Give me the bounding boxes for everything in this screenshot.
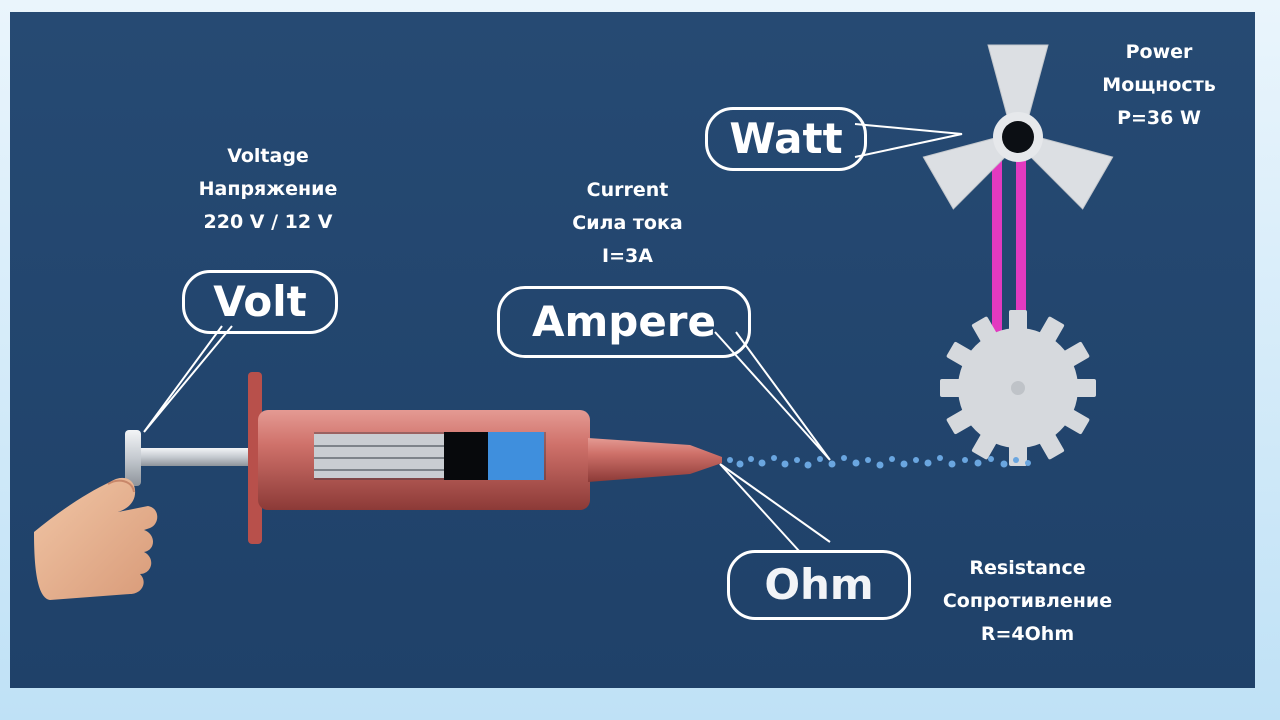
fan-shafts — [992, 152, 1026, 332]
resistance-title-ru: Сопротивление — [942, 590, 1113, 612]
diagram-graphics — [34, 44, 1114, 600]
current-title: Current — [586, 179, 669, 201]
voltage-title: Voltage — [227, 145, 309, 167]
volt-bubble: Volt — [182, 270, 338, 334]
power-title-ru: Мощность — [1102, 74, 1216, 96]
resistance-title: Resistance — [969, 557, 1086, 579]
watt-bubble: Watt — [705, 107, 867, 171]
fan-icon — [922, 44, 1114, 210]
current-label: Current Сила тока I=3A — [540, 174, 715, 273]
gear — [940, 310, 1096, 466]
voltage-title-ru: Напряжение — [198, 178, 338, 200]
diagram-panel: Voltage Напряжение 220 V / 12 V Current … — [10, 12, 1255, 688]
resistance-label: Resistance Сопротивление R=4Ohm — [930, 552, 1125, 651]
power-label: Power Мощность P=36 W — [1088, 36, 1230, 135]
power-title: Power — [1125, 41, 1193, 63]
current-title-ru: Сила тока — [572, 212, 683, 234]
ohm-bubble: Ohm — [727, 550, 911, 620]
current-flow-dots — [727, 455, 1031, 469]
voltage-label: Voltage Напряжение 220 V / 12 V — [178, 140, 358, 239]
pointer-lines — [143, 123, 963, 553]
power-value: P=36 W — [1117, 107, 1201, 129]
resistance-value: R=4Ohm — [980, 623, 1075, 645]
current-value: I=3A — [602, 245, 653, 267]
voltage-value: 220 V / 12 V — [203, 211, 333, 233]
syringe — [125, 372, 722, 544]
ampere-bubble: Ampere — [497, 286, 751, 358]
hand-icon — [34, 477, 158, 600]
